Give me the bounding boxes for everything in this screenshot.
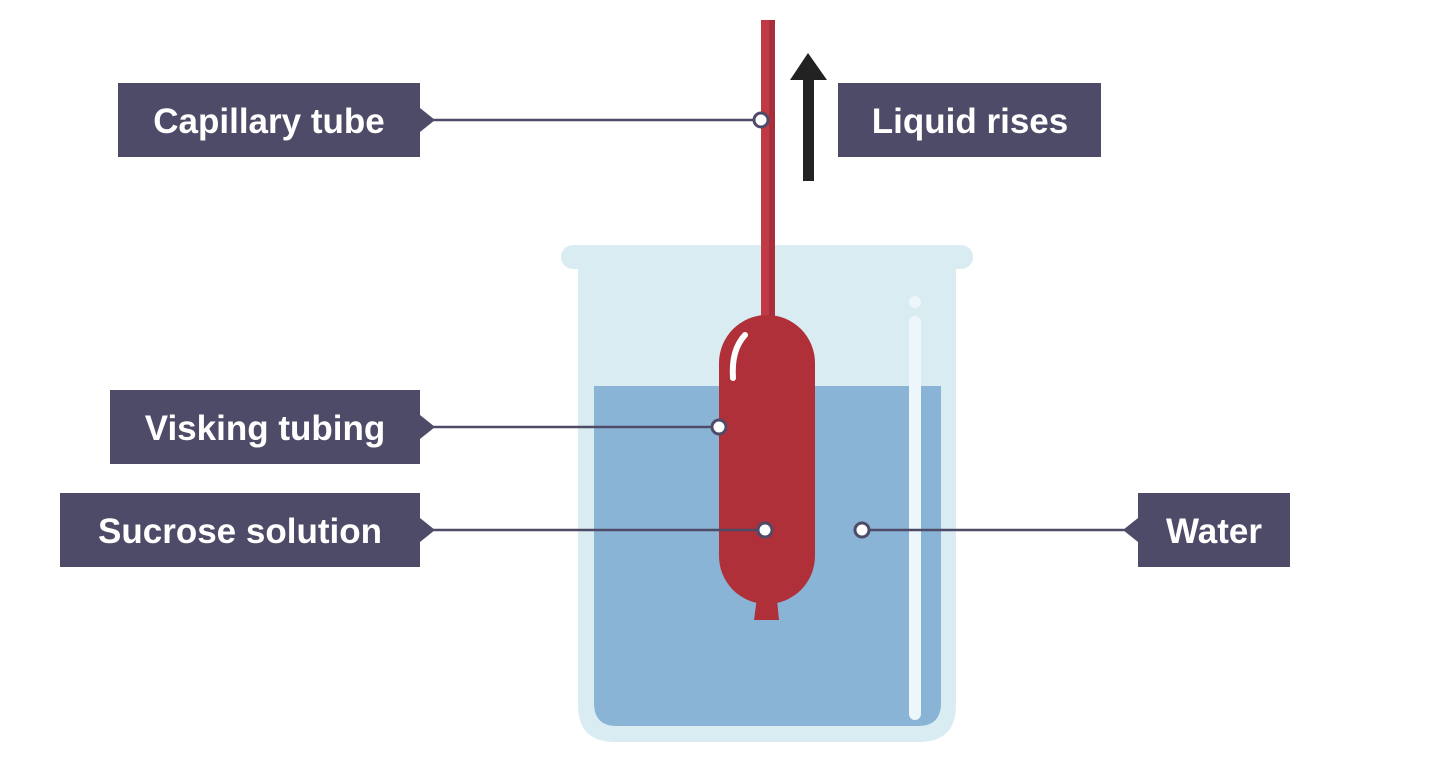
- apparatus: [719, 20, 815, 620]
- glass-highlight-dot: [909, 296, 921, 308]
- water-label-text: Water: [1166, 512, 1262, 551]
- sucrose-solution-label-text: Sucrose solution: [98, 512, 382, 551]
- capillary-tube-label: Capillary tube: [118, 83, 435, 157]
- water-label: Water: [1123, 493, 1290, 567]
- leader-lines: [433, 118, 1126, 532]
- capillary-tube-shading: [769, 20, 775, 330]
- water-dot: [853, 521, 871, 539]
- up-arrow-icon: [790, 53, 827, 181]
- liquid-rises-label: Liquid rises: [838, 83, 1101, 157]
- visking-tubing-label-text: Visking tubing: [145, 409, 385, 448]
- leader-dots: [710, 111, 871, 539]
- sucrose-solution-label: Sucrose solution: [60, 493, 435, 567]
- liquid-rises-label-text: Liquid rises: [872, 102, 1068, 141]
- sucrose-solution-dot: [756, 521, 774, 539]
- visking-tubing-highlight: [729, 332, 748, 381]
- capillary-tube-label-text: Capillary tube: [153, 102, 384, 141]
- capillary-tube-dot: [752, 111, 770, 129]
- visking-tubing-label: Visking tubing: [110, 390, 435, 464]
- visking-tubing-shape: [719, 315, 815, 604]
- glass-highlight: [909, 316, 921, 720]
- visking-tubing-dot: [710, 418, 728, 436]
